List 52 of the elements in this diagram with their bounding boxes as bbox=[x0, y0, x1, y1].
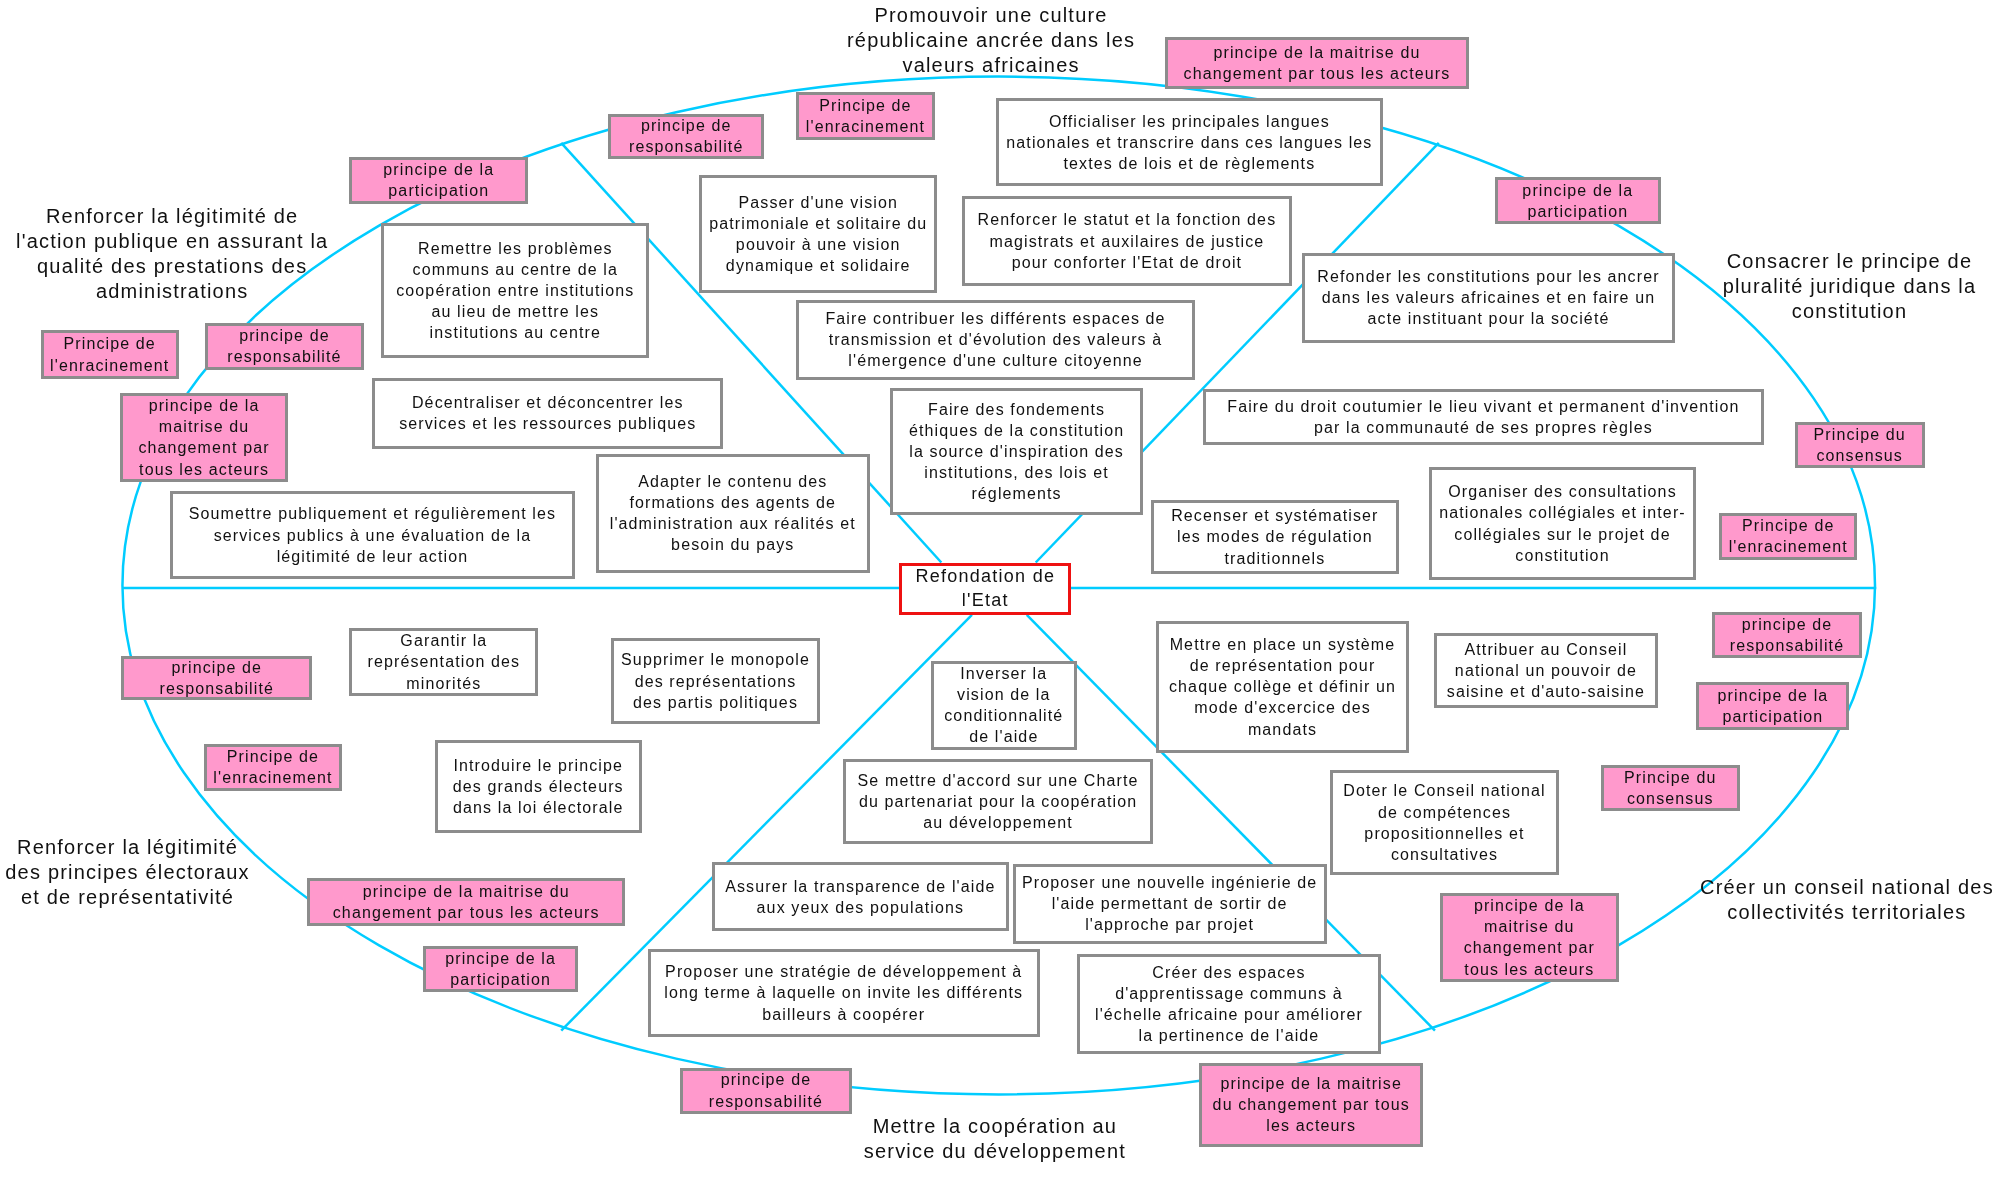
principle-tag: Principe de l'enracinement bbox=[795, 91, 935, 141]
sector-title: Créer un conseil national des collectivités territoriales bbox=[1699, 875, 1995, 925]
action-box: Mettre en place un système de représentation pour chaque collège et définir un mode d'excercice des mandats bbox=[1155, 621, 1410, 753]
principle-tag: principe de responsabilité bbox=[608, 113, 764, 160]
action-box: Créer des espaces d'apprentissage communs à l'échelle africaine pour améliorer la pertinence de l'aide bbox=[1076, 954, 1382, 1054]
action-box: Faire des fondements éthiques de la constitution la source d'inspiration des institutions, des lois et réglements bbox=[890, 387, 1143, 516]
principle-tag: principe de la participation bbox=[349, 156, 529, 205]
principle-tag: principe de responsabilité bbox=[121, 655, 313, 701]
action-box: Officialiser les principales langues nationales et transcrire dans ces langues les textes de lois et de règlements bbox=[996, 98, 1383, 187]
principle-tag: principe de la maitrise du changement par tous les acteurs bbox=[1198, 1062, 1424, 1147]
action-box: Proposer une stratégie de développement à long terme à laquelle on invite les différents bailleurs à coopérer bbox=[647, 948, 1040, 1037]
principle-tag: Principe de l'enracinement bbox=[40, 330, 179, 379]
principle-tag: principe de responsabilité bbox=[205, 322, 364, 370]
action-box: Remettre les problèmes communs au centre de la coopération entre institutions au lieu de mettre les institutions au centre bbox=[381, 223, 650, 359]
action-box: Se mettre d'accord sur une Charte du partenariat pour la coopération au développement bbox=[843, 758, 1154, 845]
principle-tag: principe de responsabilité bbox=[679, 1067, 853, 1114]
sector-title: Mettre la coopération au service du développement bbox=[862, 1113, 1128, 1164]
action-box: Organiser des consultations nationales collégiales et inter-collégiales sur le projet de constitution bbox=[1428, 466, 1697, 581]
principle-tag: principe de la maitrise du changement par tous les acteurs bbox=[119, 392, 289, 483]
principle-tag: principe de la maitrise du changement par tous les acteurs bbox=[307, 877, 625, 926]
principle-tag: Principe de l'enracinement bbox=[1719, 512, 1858, 560]
action-box: Décentraliser et déconcentrer les services et les ressources publiques bbox=[372, 377, 724, 449]
action-box: Faire contribuer les différents espaces de transmission et d'évolution des valeurs à l'émergence d'une culture citoyenne bbox=[795, 299, 1196, 381]
sector-title: Promouvoir une culture républicaine ancrée dans les valeurs africaines bbox=[846, 2, 1137, 78]
action-box: Proposer une nouvelle ingénierie de l'aide permettant de sortir de l'approche par projet bbox=[1012, 863, 1327, 944]
sector-title: Consacrer le principe de pluralité juridique dans la constitution bbox=[1721, 248, 1978, 324]
principle-tag: principe de la participation bbox=[423, 946, 578, 993]
action-box: Renforcer le statut et la fonction des magistrats et auxilaires de justice pour conforter l'Etat de droit bbox=[961, 196, 1293, 286]
action-box: Assurer la transparence de l'aide aux yeux des populations bbox=[711, 862, 1009, 932]
action-box: Faire du droit coutumier le lieu vivant et permanent d'invention par la communauté de ses propres règles bbox=[1202, 389, 1764, 446]
principle-tag: Principe du consensus bbox=[1600, 765, 1740, 812]
principle-tag: principe de responsabilité bbox=[1711, 612, 1863, 659]
action-box: Doter le Conseil national de compétences propositionnelles et consultatives bbox=[1330, 770, 1559, 875]
central-box: Refondation de l'Etat bbox=[899, 562, 1072, 615]
action-box: Attribuer au Conseil national un pouvoir de saisine et d'auto-saisine bbox=[1433, 632, 1659, 708]
action-box: Soumettre publiquement et régulièrement les services publics à une évaluation de la légitimité de leur action bbox=[169, 491, 576, 580]
action-box: Introduire le principe des grands électeurs dans la loi électorale bbox=[434, 739, 642, 833]
action-box: Refonder les constitutions pour les ancrer dans les valeurs africaines et en faire un acte instituant pour la société bbox=[1302, 252, 1675, 344]
principle-tag: principe de la maitrise du changement par tous les acteurs bbox=[1164, 37, 1470, 90]
action-box: Recenser et systématiser les modes de régulation traditionnels bbox=[1150, 500, 1400, 574]
principle-tag: principe de la maitrise du changement par tous les acteurs bbox=[1440, 892, 1619, 983]
action-box: Garantir la représentation des minorités bbox=[349, 627, 539, 697]
sector-title: Renforcer la légitimité de l'action publique en assurant la qualité des prestations des administrations bbox=[15, 204, 330, 305]
sector-title: Renforcer la légitimité des principes électoraux et de représentativité bbox=[4, 835, 251, 911]
action-box: Passer d'une vision patrimoniale et solitaire du pouvoir à une vision dynamique et solidaire bbox=[698, 174, 938, 294]
action-box: Adapter le contenu des formations des agents de l'administration aux réalités et besoin du pays bbox=[595, 454, 870, 573]
principle-tag: Principe du consensus bbox=[1794, 422, 1925, 469]
principle-tag: Principe de l'enracinement bbox=[204, 743, 342, 791]
principle-tag: principe de la participation bbox=[1494, 177, 1661, 225]
action-box: Inverser la vision de la conditionnalité de l'aide bbox=[931, 660, 1077, 750]
action-box: Supprimer le monopole des représentations des partis politiques bbox=[610, 637, 821, 725]
principle-tag: principe de la participation bbox=[1696, 682, 1850, 730]
